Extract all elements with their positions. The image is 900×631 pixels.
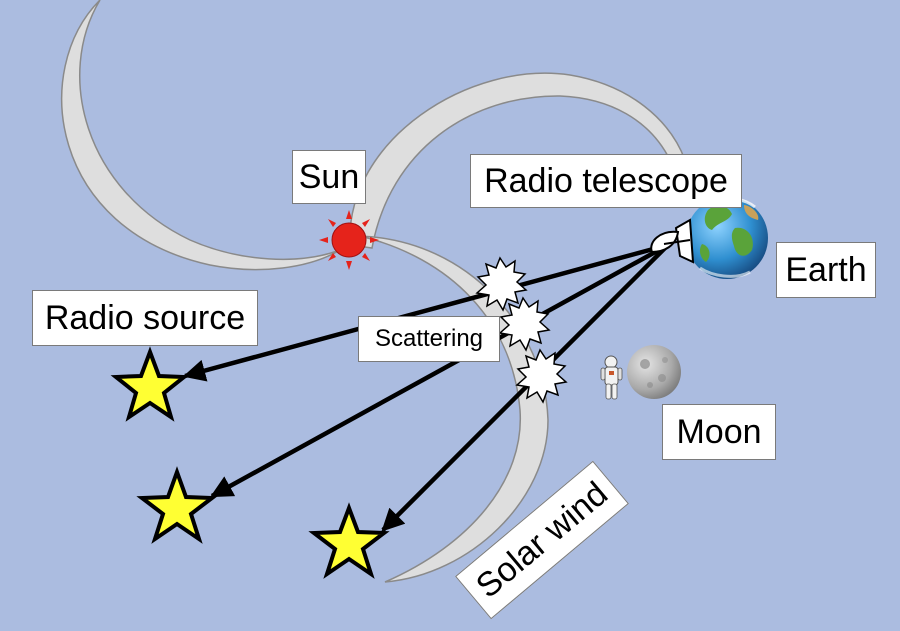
- astronaut-icon: [600, 355, 623, 400]
- earth-label: Earth: [776, 242, 876, 298]
- scattering-label: Scattering: [358, 316, 500, 362]
- sun-label: Sun: [292, 150, 366, 204]
- ray-to-source-2: [210, 243, 670, 498]
- sun-icon: [319, 210, 379, 270]
- solar-wind-arc-left: [61, 0, 341, 271]
- radio-source-label: Radio source: [32, 290, 258, 346]
- moon-label: Moon: [662, 404, 776, 460]
- scattering-burst-icon: [475, 256, 568, 404]
- ray-to-source-3: [381, 243, 670, 532]
- ray-to-source-1: [182, 242, 669, 382]
- radio-source-star-2: [136, 466, 218, 544]
- moon-icon: [627, 345, 681, 399]
- earth-globe-icon: [686, 196, 768, 279]
- radio-source-star-1: [110, 346, 190, 422]
- radio-telescope-dish-icon: [650, 218, 695, 264]
- star-icon: [110, 346, 390, 579]
- radio-source-star-3: [308, 502, 390, 579]
- radio-telescope-label: Radio telescope: [470, 154, 742, 208]
- radio-rays: [182, 242, 670, 532]
